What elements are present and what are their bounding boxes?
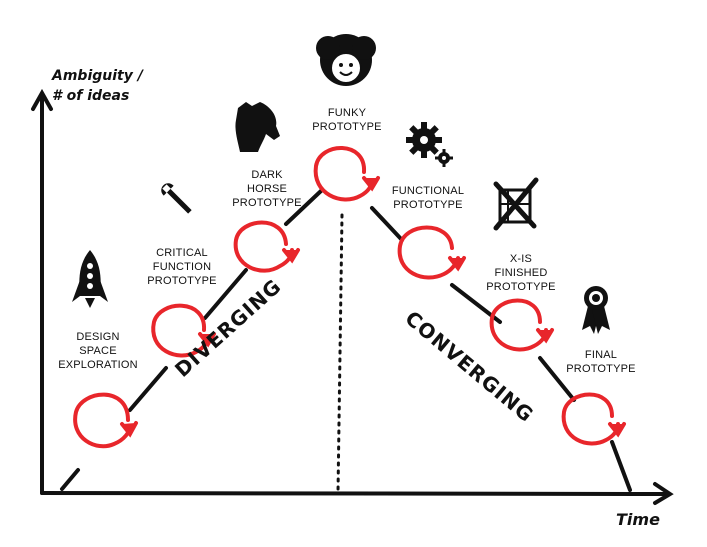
converging-line xyxy=(370,206,632,492)
stage-label-line: SPACE xyxy=(79,345,117,357)
loop-final xyxy=(561,392,626,446)
loop-critical-function xyxy=(151,303,216,358)
stage-label-dark-horse: DARK HORSE PROTOTYPE xyxy=(222,168,312,210)
x-axis-line xyxy=(40,491,670,496)
y-axis-label: Ambiguity / # of ideas xyxy=(52,66,172,106)
stage-label-line: PROTOTYPE xyxy=(393,199,463,211)
diverging-line xyxy=(60,188,324,491)
wrench-icon xyxy=(161,183,192,214)
stage-label-line: PROTOTYPE xyxy=(147,275,217,287)
loop-functional xyxy=(397,225,466,280)
horse-head-icon xyxy=(235,102,280,152)
stage-label-line: CRITICAL xyxy=(156,247,208,259)
stage-label-line: DESIGN xyxy=(76,331,120,343)
stage-label-line: FINAL xyxy=(584,349,618,361)
axes xyxy=(31,88,674,505)
stage-label-line: FUNCTION xyxy=(152,261,212,273)
stage-label-final: FINAL PROTOTYPE xyxy=(556,348,646,376)
stage-label-line: X-IS xyxy=(509,253,533,265)
peak-divider xyxy=(336,213,344,494)
stage-label-critical-function: CRITICAL FUNCTION PROTOTYPE xyxy=(132,246,232,288)
x-axis-label: Time xyxy=(616,510,660,529)
gears-icon xyxy=(406,122,453,167)
loop-dark-horse xyxy=(233,220,300,273)
stage-label-x-is-finished: X-IS FINISHED PROTOTYPE xyxy=(476,252,566,294)
afro-face-icon xyxy=(316,34,376,86)
stage-label-line: FUNKY xyxy=(327,107,367,119)
iteration-loops xyxy=(73,146,626,449)
stage-label-line: PROTOTYPE xyxy=(486,281,556,293)
stage-label-design-space: DESIGN SPACE EXPLORATION xyxy=(48,330,148,372)
stage-label-line: DARK xyxy=(251,169,283,181)
y-axis-label-line1: Ambiguity / xyxy=(52,68,143,84)
y-axis-arrow xyxy=(31,88,53,111)
process-lines xyxy=(60,188,632,492)
x-axis-arrow xyxy=(653,482,674,505)
y-axis-label-line2: # of ideas xyxy=(52,88,130,104)
loop-funky xyxy=(313,146,380,202)
stage-label-line: FINISHED xyxy=(494,267,548,279)
stage-label-funky: FUNKY PROTOTYPE xyxy=(302,106,392,134)
stage-label-functional: FUNCTIONAL PROTOTYPE xyxy=(376,184,480,212)
rocket-icon xyxy=(72,250,108,308)
stage-label-line: PROTOTYPE xyxy=(312,121,382,133)
stage-label-line: PROTOTYPE xyxy=(566,363,636,375)
stage-label-line: EXPLORATION xyxy=(58,359,138,371)
award-ribbon-icon xyxy=(582,286,610,334)
crossed-box-icon xyxy=(493,177,539,231)
loop-design-space xyxy=(73,392,138,449)
stage-label-line: FUNCTIONAL xyxy=(391,185,465,197)
loop-x-is-finished xyxy=(489,298,554,352)
stage-label-line: HORSE xyxy=(246,183,288,195)
stage-label-line: PROTOTYPE xyxy=(232,197,302,209)
